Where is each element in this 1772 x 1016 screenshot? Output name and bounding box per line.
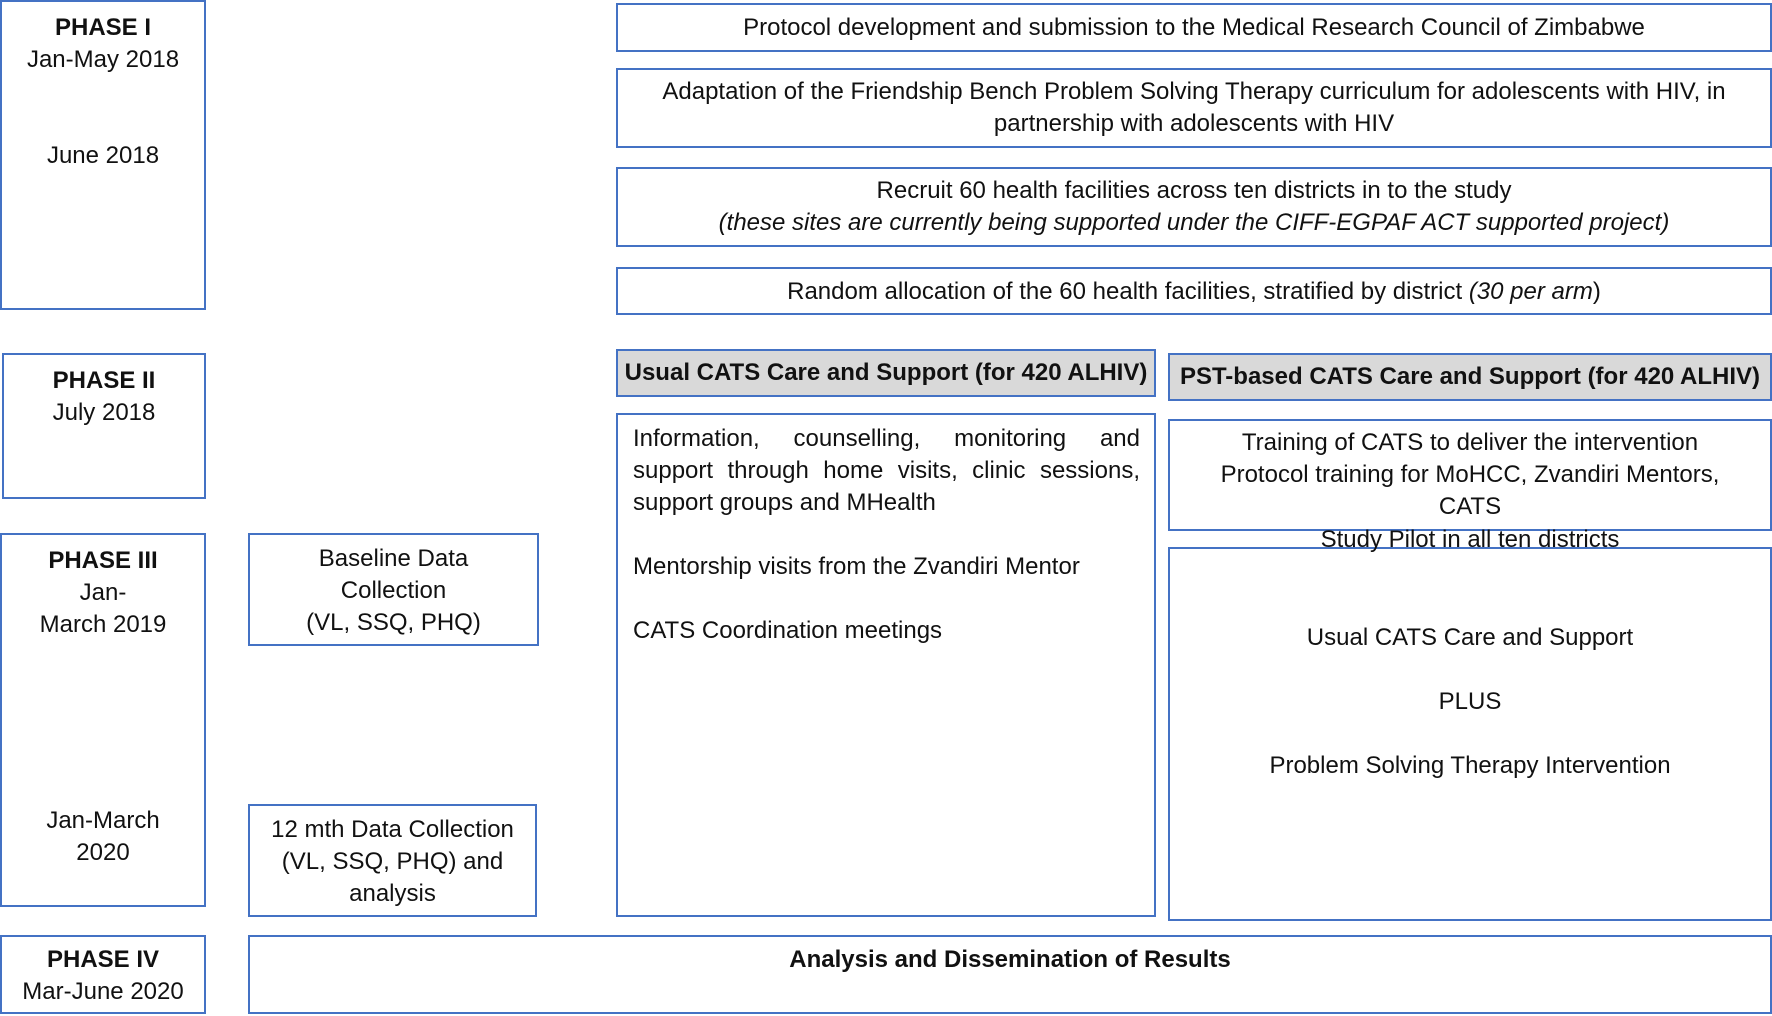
phase-3-box: PHASE III Jan- March 2019 Jan-March 2020 — [0, 533, 206, 907]
pst-arm-header-text: PST-based CATS Care and Support (for 420… — [1179, 363, 1761, 390]
usual-arm-header-text: Usual CATS Care and Support (for 420 ALH… — [624, 359, 1148, 386]
phase-1-date-2: June 2018 — [46, 142, 160, 169]
phase-2-box: PHASE II July 2018 — [2, 353, 206, 499]
pst-plus: PLUS — [1438, 688, 1502, 715]
pst-arm-header: PST-based CATS Care and Support (for 420… — [1168, 353, 1772, 401]
baseline-line-1: Baseline Data — [318, 545, 469, 572]
pst-training-line-3: CATS — [1438, 493, 1502, 520]
phase-2-title: PHASE II — [52, 367, 156, 394]
adaptation-step-box: Adaptation of the Friendship Bench Probl… — [616, 68, 1772, 148]
month-12-line-3: analysis — [349, 880, 436, 907]
pst-training-box: Training of CATS to deliver the interven… — [1168, 419, 1772, 531]
phase-3-date-2b: 2020 — [76, 839, 130, 866]
baseline-data-collection-box: Baseline Data Collection (VL, SSQ, PHQ) — [248, 533, 539, 646]
recruit-step-box: Recruit 60 health facilities across ten … — [616, 167, 1772, 247]
adaptation-step-line-1: Adaptation of the Friendship Bench Probl… — [662, 78, 1726, 105]
usual-arm-body: Information, counselling, monitoring and… — [616, 413, 1156, 917]
phase-3-title: PHASE III — [48, 547, 158, 574]
usual-arm-activities: Information, counselling, monitoring and… — [633, 425, 1140, 516]
analysis-dissemination-box: Analysis and Dissemination of Results — [248, 935, 1772, 1014]
baseline-line-3: (VL, SSQ, PHQ) — [306, 609, 481, 636]
pst-training-line-1: Training of CATS to deliver the interven… — [1241, 429, 1699, 456]
random-allocation-main: Random allocation of the 60 health facil… — [787, 278, 1469, 305]
phase-3-date-b: March 2019 — [39, 611, 167, 638]
random-allocation-italic: (30 per arm — [1468, 278, 1593, 305]
pst-study-pilot: Study Pilot in all ten districts — [1320, 526, 1620, 553]
pst-problem-solving-therapy: Problem Solving Therapy Intervention — [1269, 752, 1671, 779]
pst-usual-care: Usual CATS Care and Support — [1306, 624, 1634, 651]
pst-intervention-box: Usual CATS Care and Support PLUS Problem… — [1168, 547, 1772, 921]
pst-training-line-2: Protocol training for MoHCC, Zvandiri Me… — [1220, 461, 1720, 488]
phase-1-title: PHASE I — [54, 14, 152, 41]
phase-4-box: PHASE IV Mar-June 2020 — [0, 935, 206, 1014]
phase-2-date: July 2018 — [52, 399, 156, 426]
phase-3-date-a: Jan- — [79, 579, 127, 606]
phase-4-date: Mar-June 2020 — [22, 978, 184, 1005]
phase-1-box: PHASE I Jan-May 2018 June 2018 — [0, 0, 206, 310]
analysis-dissemination-text: Analysis and Dissemination of Results — [789, 946, 1231, 973]
recruit-step-line-2: (these sites are currently being support… — [718, 209, 1670, 236]
usual-arm-mentorship: Mentorship visits from the Zvandiri Ment… — [633, 553, 1080, 580]
month-12-line-1: 12 mth Data Collection — [271, 816, 514, 843]
month-12-line-2: (VL, SSQ, PHQ) and — [281, 848, 504, 875]
random-allocation-close: ) — [1592, 278, 1601, 305]
random-allocation-step-box: Random allocation of the 60 health facil… — [616, 267, 1772, 315]
protocol-step-text: Protocol development and submission to t… — [743, 14, 1645, 41]
usual-arm-coordination: CATS Coordination meetings — [633, 617, 943, 644]
phase-1-date: Jan-May 2018 — [26, 46, 180, 73]
phase-4-title: PHASE IV — [46, 946, 160, 973]
phase-3-date-2a: Jan-March — [46, 807, 160, 834]
baseline-line-2: Collection — [340, 577, 447, 604]
recruit-step-line-1: Recruit 60 health facilities across ten … — [876, 177, 1512, 204]
adaptation-step-line-2: partnership with adolescents with HIV — [993, 110, 1395, 137]
random-allocation-text: Random allocation of the 60 health facil… — [618, 276, 1770, 308]
month-12-data-collection-box: 12 mth Data Collection (VL, SSQ, PHQ) an… — [248, 804, 537, 917]
usual-arm-header: Usual CATS Care and Support (for 420 ALH… — [616, 349, 1156, 397]
protocol-step-box: Protocol development and submission to t… — [616, 3, 1772, 52]
